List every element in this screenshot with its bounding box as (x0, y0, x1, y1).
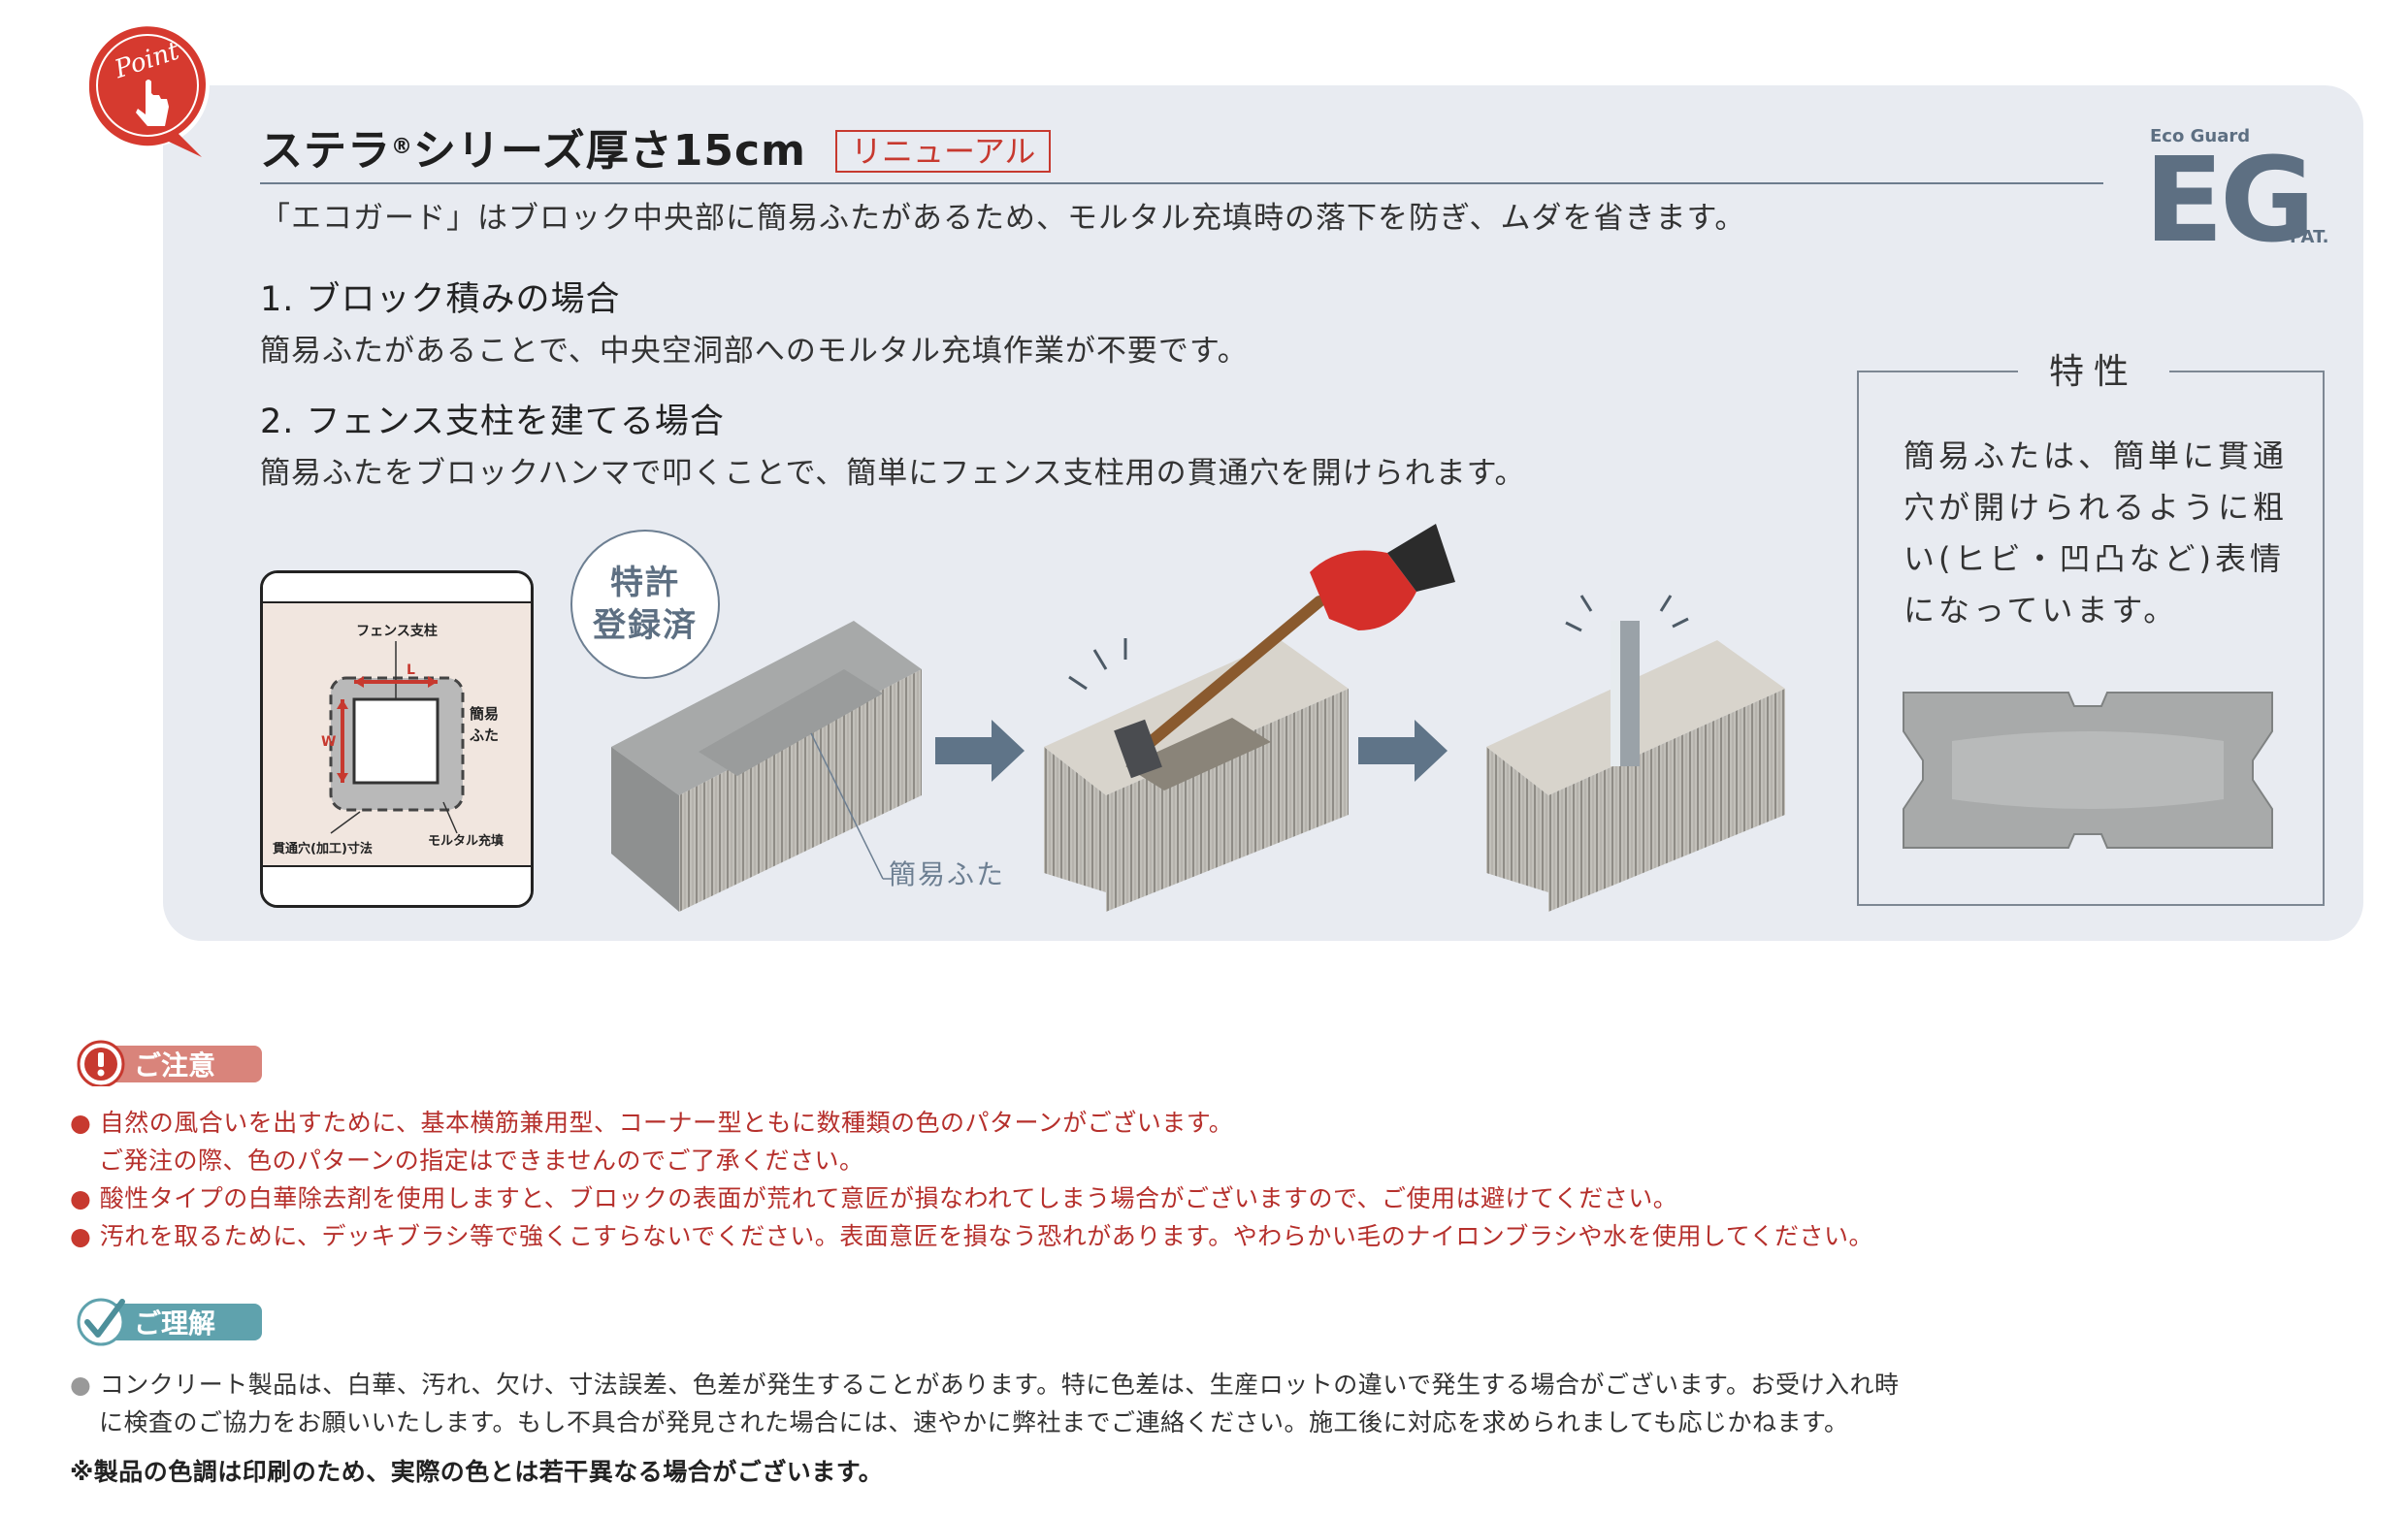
lid-label: 簡易ふた (889, 858, 1006, 890)
diagram-lid-label-1: 簡易 (470, 705, 499, 723)
caution-label-bg: ご注意 (77, 1040, 262, 1086)
diagram-lid-label-2: ふた (470, 726, 499, 744)
eco-guard-logo-pat: PAT. (2290, 227, 2329, 247)
intro-text: 「エコガード」はブロック中央部に簡易ふたがあるため、モルタル充填時の落下を防ぎ、… (260, 201, 1746, 236)
understanding-label-bg: ご理解 (77, 1298, 262, 1346)
feature-line: 穴が開けられるように粗 (1904, 489, 2289, 526)
caution-badge: ご注意 (70, 1040, 264, 1086)
feature-text: 簡易ふたは、簡単に貫通 穴が開けられるように粗 い(ヒビ・凹凸など)表情 になっ… (1904, 431, 2292, 636)
patent-line-2: 登録済 (593, 606, 698, 645)
feature-line: になっています。 (1904, 592, 2179, 629)
diagram-dim-l: L (407, 662, 415, 678)
arrow-right-icon (935, 720, 1025, 782)
feature-line: 簡易ふたは、簡単に貫通 (1904, 437, 2289, 474)
diagram-fence-post-label: フェンス支柱 (356, 623, 438, 639)
section-1-text: 簡易ふたがあることで、中央空洞部へのモルタル充填作業が不要です。 (260, 334, 1249, 369)
block-3-image (1486, 595, 1785, 912)
understanding-item: ● コンクリート製品は、白華、汚れ、欠け、寸法誤差、色差が発生することがあります… (70, 1371, 1900, 1399)
caution-label: ご注意 (134, 1049, 215, 1081)
eco-guard-logo-small: Eco Guard (2150, 126, 2251, 146)
title-row: ステラ®シリーズ厚さ15cm リニューアル (260, 122, 1052, 180)
block-top-view-image (1903, 692, 2273, 849)
section-2-heading: 2. フェンス支柱を建てる場合 (260, 403, 725, 441)
caution-item: ● 自然の風合いを出すために、基本横筋兼用型、コーナー型ともに数種類の色のパター… (70, 1109, 1234, 1137)
feature-line: い(ヒビ・凹凸など)表情 (1904, 540, 2285, 577)
renewal-tag: リニューアル (834, 130, 1052, 173)
caution-item: ● 酸性タイプの白華除去剤を使用しますと、ブロックの表面が荒れて意匠が損なわれて… (70, 1184, 1678, 1212)
eco-guard-logo: EG (2144, 134, 2315, 269)
block-illustrations (611, 524, 1785, 912)
diagram-mortar-label: モルタル充填 (428, 833, 504, 849)
cross-section-diagram: フェンス支柱 L W 簡易 ふた 貫通穴(加工)寸法 モルタル充填 (260, 570, 534, 908)
diagram-drawing: フェンス支柱 L W 簡易 ふた 貫通穴(加工)寸法 モルタル充填 (263, 573, 531, 905)
understanding-item: に検査のご協力をお願いいたします。もし不具合が発見された場合には、速やかに弊社ま… (99, 1408, 1849, 1436)
diagram-hole-label: 貫通穴(加工)寸法 (273, 841, 373, 856)
caution-item: ● 汚れを取るために、デッキブラシ等で強くこすらないでください。表面意匠を損なう… (70, 1222, 1874, 1250)
point-badge-icon: Point (85, 23, 210, 157)
block-2-image (1044, 524, 1455, 912)
feature-title: 特性 (2018, 347, 2169, 398)
check-icon (84, 1299, 125, 1338)
diagram-dim-w: W (321, 734, 336, 750)
patent-line-1: 特許 (610, 564, 680, 602)
section-2-text: 簡易ふたをブロックハンマで叩くことで、簡単にフェンス支柱用の貫通穴を開けられます… (260, 456, 1526, 491)
footnote: ※製品の色調は印刷のため、実際の色とは若干異なる場合がございます。 (70, 1458, 884, 1486)
lid-leader-line (810, 732, 884, 880)
title-divider (260, 182, 2103, 184)
page-title: ステラ®シリーズ厚さ15cm (260, 126, 806, 176)
understanding-badge: ご理解 (70, 1296, 264, 1346)
patent-badge: 特許 登録済 (570, 530, 720, 679)
understanding-label: ご理解 (134, 1307, 215, 1339)
understanding-list: ● コンクリート製品は、白華、汚れ、欠け、寸法誤差、色差が発生することがあります… (70, 1366, 1900, 1441)
block-1-image (611, 621, 922, 912)
caution-item: ご発注の際、色のパターンの指定はできませんのでご了承ください。 (99, 1146, 864, 1175)
section-1-heading: 1. ブロック積みの場合 (260, 280, 621, 319)
caution-list: ● 自然の風合いを出すために、基本横筋兼用型、コーナー型ともに数種類の色のパター… (70, 1104, 1873, 1255)
arrow-right-icon-2 (1358, 720, 1448, 782)
